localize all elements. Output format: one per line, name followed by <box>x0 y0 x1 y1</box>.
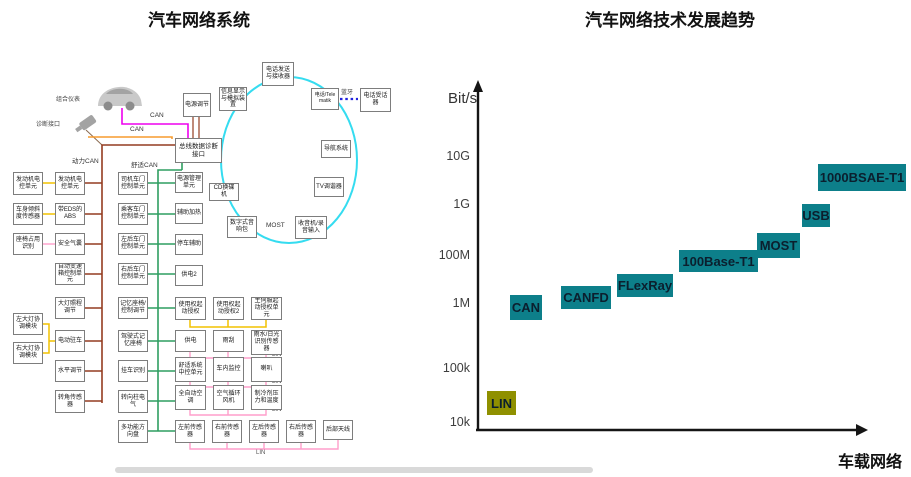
node-auto-ac: 全自动空调 <box>175 385 206 410</box>
lin-label-4: LIN <box>256 450 266 456</box>
left-diagram-panel: 汽车网络系统 <box>0 0 440 477</box>
node-start-auth-2: 使用权起动授权2 <box>213 297 244 320</box>
tech-100base-t1: 100Base-T1 <box>679 250 758 272</box>
comfort-can-trunk <box>148 163 183 432</box>
node-rear-left-door: 左后车门控制单元 <box>118 233 148 255</box>
lin-label-1: LIN <box>272 352 282 358</box>
x-axis-label: 车载网络 <box>837 454 902 471</box>
node-passenger-door: 乘客车门控制单元 <box>118 203 148 225</box>
node-electric-parking: 电动驻车 <box>55 330 85 352</box>
y-tick-1m: 1M <box>452 296 470 310</box>
tech-canfd: CANFD <box>561 286 611 309</box>
node-voltage-regulator: 电源调节 <box>183 93 211 117</box>
node-power-management: 电源管理单元 <box>175 172 203 193</box>
tech-usb: USB <box>802 204 830 227</box>
ring-info-display: 信息显示与模拟装置 <box>219 87 247 111</box>
node-refrigerant-sensor: 制冷剂压力和温度 <box>251 385 282 410</box>
car-icon <box>98 86 142 111</box>
y-tick-100m: 100M <box>438 248 470 262</box>
node-horn: 喇叭 <box>251 357 282 382</box>
node-multifunction-wheel: 多功能方向盘 <box>118 420 148 443</box>
node-sensor-rear-left: 左后传感器 <box>249 420 279 443</box>
node-power-supply: 供电 <box>175 330 206 352</box>
y-axis-label: Bit/s <box>448 90 478 107</box>
node-driver-door: 司机车门控制单元 <box>118 172 148 195</box>
bluetooth-label: 蓝牙 <box>341 90 354 96</box>
ring-phone-transceiver: 电话发送与接收器 <box>262 62 294 86</box>
node-headlight-module-left: 左大灯协调模块 <box>13 313 43 335</box>
ring-cd-changer: CD换碟机 <box>209 183 239 201</box>
node-body-tilt-sensor: 车身倾斜度传感器 <box>13 203 43 225</box>
power-can-label: 动力CAN <box>72 158 99 165</box>
ring-phone-handset: 电话受话器 <box>360 88 391 112</box>
node-headlight-module-right: 右大灯协调模块 <box>13 342 43 364</box>
node-start-auth-master: 主伺服起动授权单元 <box>251 297 282 320</box>
y-tick-10k: 10k <box>449 415 470 429</box>
node-power-supply-2: 供电2 <box>175 265 203 286</box>
lin-label-2: LIN <box>272 379 282 385</box>
node-wiper: 雨刮 <box>213 330 244 352</box>
tech-flexray: FLexRay <box>617 274 673 297</box>
node-abs-eds: 带EDS的ABS <box>55 203 85 225</box>
right-chart-panel: 汽车网络技术发展趋势 Bit/s 10G 1G 100M 1M 100k 10k… <box>439 0 911 477</box>
diagnostic-connector-icon <box>75 115 97 133</box>
lin-label-3: LIN <box>272 407 282 413</box>
ring-navigation: 导航系统 <box>321 140 351 158</box>
yellow-sub-bus <box>43 182 267 354</box>
comfort-can-label: 舒适CAN <box>131 162 158 169</box>
slide-footer-bar <box>115 467 593 473</box>
ring-tv-tuner: TV调谐器 <box>314 177 344 197</box>
node-engine-ecu: 发动机电控单元 <box>55 172 85 195</box>
ring-digital-sound: 数字式音响包 <box>227 216 257 238</box>
node-steering-angle-sensor: 转角传感器 <box>55 390 85 413</box>
node-park-assist: 停车辅助 <box>175 234 203 255</box>
node-driver-memory-seat: 驾驶式记忆座椅 <box>118 330 148 352</box>
node-gearbox-ecu: 自动变速箱控制单元 <box>55 263 85 285</box>
left-diagram-title: 汽车网络系统 <box>148 11 250 30</box>
node-level-control: 水平调节 <box>55 360 85 382</box>
node-gateway: 总线数据诊断接口 <box>175 138 222 163</box>
y-tick-100k: 100k <box>442 361 470 375</box>
node-comfort-central: 舒适系统中控单元 <box>175 357 206 382</box>
node-airbag: 安全气囊 <box>55 233 85 255</box>
node-steering-column: 转向柱电气 <box>118 390 148 413</box>
can-line-diag <box>88 136 173 139</box>
node-rain-light-sensor: 雨水/日光识别传感器 <box>251 330 282 355</box>
node-rear-right-door: 右后车门控制单元 <box>118 263 148 285</box>
tech-can: CAN <box>510 295 542 320</box>
tech-most: MOST <box>757 233 800 258</box>
cluster-label: 组合仪表 <box>56 97 81 103</box>
y-tick-1g: 1G <box>453 197 470 211</box>
most-label: MOST <box>266 222 285 229</box>
node-headlight-range: 大灯照程调节 <box>55 297 85 319</box>
node-rear-antenna: 后部天线 <box>323 420 353 440</box>
tech-lin: LIN <box>487 391 516 415</box>
chart-axes <box>473 80 868 436</box>
can-label-diag: CAN <box>130 126 144 133</box>
diag-port-label: 诊断接口 <box>36 122 61 128</box>
power-can-trunk <box>85 144 175 403</box>
can-label-cluster: CAN <box>150 112 164 119</box>
x-axis-arrow <box>856 424 868 436</box>
ring-radio-input: 收音机/录音输入 <box>295 216 327 239</box>
node-interior-monitor: 车内监控 <box>213 357 244 382</box>
node-air-fan: 空气循环风机 <box>213 385 244 410</box>
node-sensor-front-left: 左前传感器 <box>175 420 205 443</box>
node-aux-heating: 辅助加热 <box>175 203 203 224</box>
right-chart-title: 汽车网络技术发展趋势 <box>585 11 755 30</box>
node-sensor-rear-right: 右后传感器 <box>286 420 316 443</box>
node-engine-ecu-left: 发动机电控单元 <box>13 172 43 195</box>
y-tick-10g: 10G <box>446 149 470 163</box>
node-start-auth-1: 使用权起动授权 <box>175 297 206 320</box>
node-trailer-detect: 挂车识别 <box>118 360 148 382</box>
can-line-cluster <box>121 108 189 138</box>
node-sensor-front-right: 右前传感器 <box>212 420 242 443</box>
node-seat-occupancy: 座椅占用识别 <box>13 233 43 255</box>
tech-1000base-t1: 1000BSAE-T1 <box>818 164 906 191</box>
ring-telematics: 电话/Telematik <box>311 88 339 110</box>
node-memory-seat: 记忆座椅/控制调节 <box>118 297 148 319</box>
y-axis-arrow <box>473 80 483 92</box>
